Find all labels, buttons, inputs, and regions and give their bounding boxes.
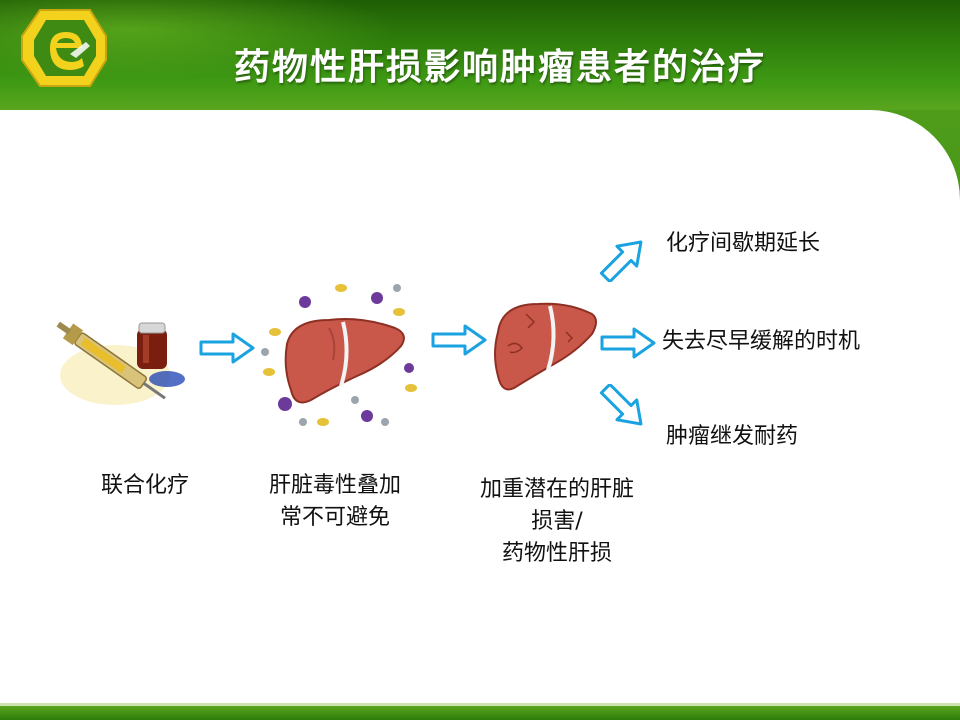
- hollow-arrow-icon: [199, 332, 255, 364]
- syringe-vial-icon: [55, 305, 190, 415]
- stage-label-line: 加重潜在的肝脏: [479, 477, 634, 502]
- hollow-arrow-icon: [599, 384, 643, 426]
- e-logo-icon: [21, 9, 107, 87]
- stage-label: 联合化疗: [70, 470, 220, 502]
- damaged-liver-icon: [494, 302, 597, 391]
- stage-label: 肝脏毒性叠加 常不可避免: [240, 470, 430, 534]
- stage-label-line: 联合化疗: [100, 473, 189, 498]
- footer-bar: [0, 706, 960, 720]
- stage-label-line: 肝脏毒性叠加: [268, 473, 401, 498]
- slide-title: 药物性肝损影响肿瘤患者的治疗: [233, 47, 766, 88]
- outcome-label: 失去尽早缓解的时机: [662, 329, 861, 354]
- stage-label-line: 药物性肝损: [501, 541, 612, 566]
- stage-label-line: 损害/: [531, 509, 583, 534]
- hollow-arrow-icon: [599, 240, 643, 282]
- header-glow: [0, 0, 960, 110]
- stage-label-line: 常不可避免: [279, 505, 390, 530]
- hollow-arrow-icon: [431, 324, 487, 356]
- hollow-arrow-icon: [600, 327, 656, 359]
- stage-label: 加重潜在的肝脏 损害/ 药物性肝损: [452, 474, 662, 570]
- liver-with-toxins-icon: [261, 284, 417, 426]
- outcome-label: 化疗间歇期延长: [666, 231, 821, 256]
- footer-line: [0, 703, 960, 706]
- outcome-label: 肿瘤继发耐药: [666, 424, 799, 449]
